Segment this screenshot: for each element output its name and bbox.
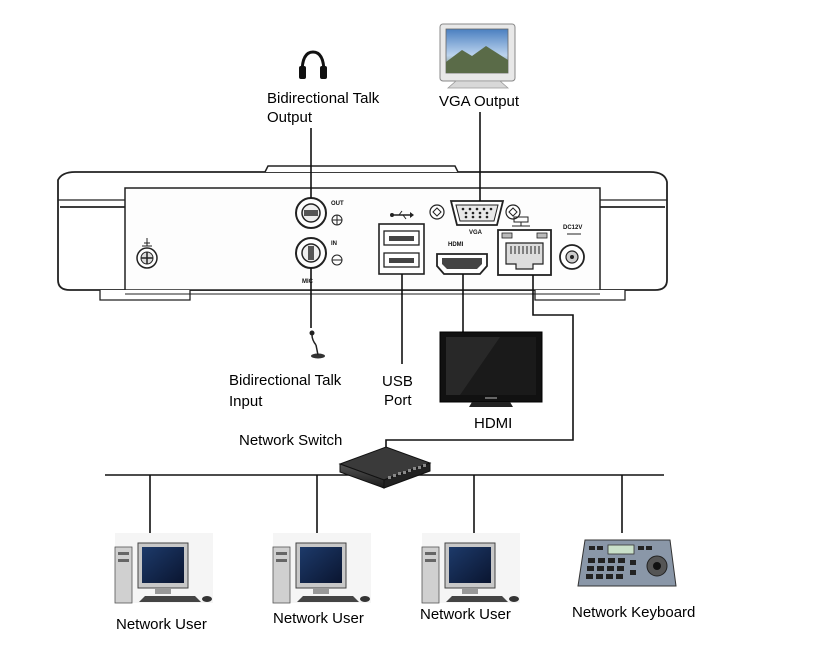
computer-icon [421, 533, 520, 604]
computer-icon [272, 533, 371, 604]
talk-input-label-line2: Input [229, 393, 263, 410]
in-mark: IN [331, 241, 337, 247]
network-user-label-3: Network User [420, 606, 511, 623]
usb-ports[interactable] [378, 223, 425, 275]
audio-out-jack[interactable] [295, 197, 327, 229]
usb-label-line2: Port [384, 392, 412, 409]
talk-output-label-line2: Output [267, 109, 313, 126]
network-user-label-1: Network User [116, 616, 207, 633]
computer-icon [114, 533, 213, 604]
headset-mark-icon [331, 214, 343, 266]
monitor-icon [439, 23, 516, 89]
headphones-icon [299, 50, 327, 79]
audio-in-jack[interactable] [295, 237, 327, 269]
power-jack[interactable] [559, 233, 585, 270]
ethernet-port[interactable] [497, 229, 552, 276]
mic-mark: MIC [302, 279, 314, 285]
usb-icon [390, 210, 414, 220]
talk-input-label-line1: Bidirectional Talk [229, 372, 342, 389]
dc-mark: DC12V [563, 225, 582, 231]
nvr-device [57, 165, 668, 301]
hdmi-mark: HDMI [448, 242, 464, 248]
keyboard-icon [577, 539, 677, 587]
network-switch-label: Network Switch [239, 432, 342, 449]
network-icon [512, 216, 530, 227]
vga-port[interactable] [429, 200, 521, 226]
hdmi-port[interactable] [436, 253, 488, 275]
ground-icon [136, 238, 158, 269]
network-user-label-2: Network User [273, 610, 364, 627]
tv-icon [439, 331, 543, 407]
switch-icon [338, 446, 432, 489]
vga-mark: VGA [469, 230, 483, 236]
network-keyboard-label: Network Keyboard [572, 604, 695, 621]
talk-output-label-line1: Bidirectional Talk [267, 90, 380, 107]
out-mark: OUT [331, 201, 344, 207]
vga-output-label: VGA Output [439, 93, 520, 110]
microphone-icon [309, 330, 325, 359]
hdmi-label: HDMI [474, 415, 512, 432]
usb-label-line1: USB [382, 373, 413, 390]
